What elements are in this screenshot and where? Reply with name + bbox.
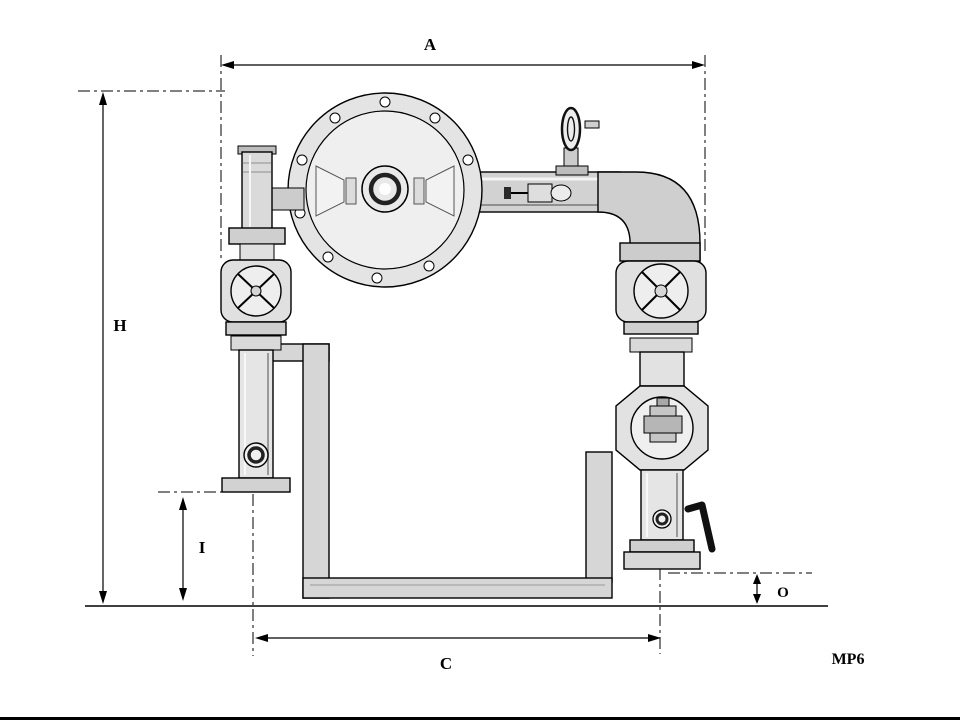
valve-shaft	[654, 284, 668, 298]
arrow-up-icon	[753, 574, 761, 584]
suction-column	[220, 145, 305, 493]
gland-right	[413, 177, 425, 205]
arrow-down-icon	[179, 588, 187, 601]
frame-bottom-rail	[302, 577, 613, 599]
arrow-right-icon	[648, 634, 661, 642]
dimension-o: O	[753, 574, 789, 604]
discharge-piping	[451, 106, 701, 262]
fitting-cap	[550, 184, 572, 202]
handwheel-icon	[560, 106, 582, 152]
discharge-column	[615, 242, 716, 570]
butterfly-valve-right	[615, 260, 707, 323]
pump-housing	[287, 92, 483, 288]
lever-handle	[684, 501, 716, 553]
suction-stub-pipe	[267, 187, 305, 211]
bolt-icon	[371, 272, 383, 284]
bolt-icon	[296, 154, 308, 166]
bolt-icon	[379, 96, 391, 108]
pump-internals	[315, 165, 455, 217]
flange	[629, 337, 693, 353]
dim-h-label: H	[113, 316, 126, 335]
butterfly-valve-left	[220, 259, 292, 323]
inline-fitting	[504, 183, 572, 203]
bolt-icon	[462, 154, 474, 166]
dim-i-label: I	[199, 538, 206, 557]
pump-bolts	[294, 96, 474, 284]
dimension-c: C	[255, 634, 661, 673]
flange	[225, 321, 287, 336]
arrow-down-icon	[99, 591, 107, 604]
gland-left	[345, 177, 357, 205]
boss-ring	[247, 446, 265, 464]
arrow-right-icon	[692, 61, 705, 69]
discharge-bottom-flange	[623, 551, 701, 570]
bolt-icon	[322, 251, 334, 263]
check-valve	[615, 385, 709, 471]
arrow-down-icon	[753, 594, 761, 604]
arrow-up-icon	[99, 92, 107, 105]
handwheel-arm	[584, 120, 600, 129]
frame-left-leg	[302, 343, 330, 599]
drain-boss-left	[243, 442, 269, 468]
hub-center	[379, 183, 391, 195]
vent-cylinder	[241, 151, 273, 231]
drain-boss-right	[652, 509, 672, 529]
flange	[230, 335, 282, 351]
hub-ring	[368, 172, 402, 206]
reference-lines	[78, 55, 812, 656]
arrow-up-icon	[179, 497, 187, 510]
impeller-cone-left	[315, 165, 345, 217]
boss-ring	[655, 512, 669, 526]
flange	[623, 321, 699, 335]
spool-pipe	[639, 351, 685, 387]
fitting-plug	[504, 187, 511, 199]
arrow-left-icon	[255, 634, 268, 642]
suction-bottom-flange	[221, 477, 291, 493]
flange	[228, 227, 286, 245]
valve-bonnet	[555, 165, 589, 176]
flange	[629, 539, 695, 553]
dimension-h: H	[99, 92, 127, 604]
valve-shaft	[250, 285, 262, 297]
impeller-cone-right	[425, 165, 455, 217]
handwheel-hub	[566, 116, 576, 142]
arrow-left-icon	[221, 61, 234, 69]
base-frame	[270, 343, 613, 599]
spool-pipe	[239, 243, 275, 261]
frame-right-leg	[585, 451, 613, 583]
check-valve-arm	[643, 415, 683, 434]
model-label: MP6	[832, 651, 865, 668]
bolt-icon	[429, 112, 441, 124]
bolt-icon	[423, 260, 435, 272]
dimension-i: I	[179, 497, 206, 601]
bolt-icon	[329, 112, 341, 124]
top-gate-valve	[555, 106, 600, 176]
dim-o-label: O	[777, 585, 789, 601]
dim-a-label: A	[424, 35, 437, 54]
fitting-body	[527, 183, 553, 203]
dimension-a: A	[221, 35, 705, 69]
dim-c-label: C	[440, 654, 452, 673]
flange	[619, 242, 701, 262]
